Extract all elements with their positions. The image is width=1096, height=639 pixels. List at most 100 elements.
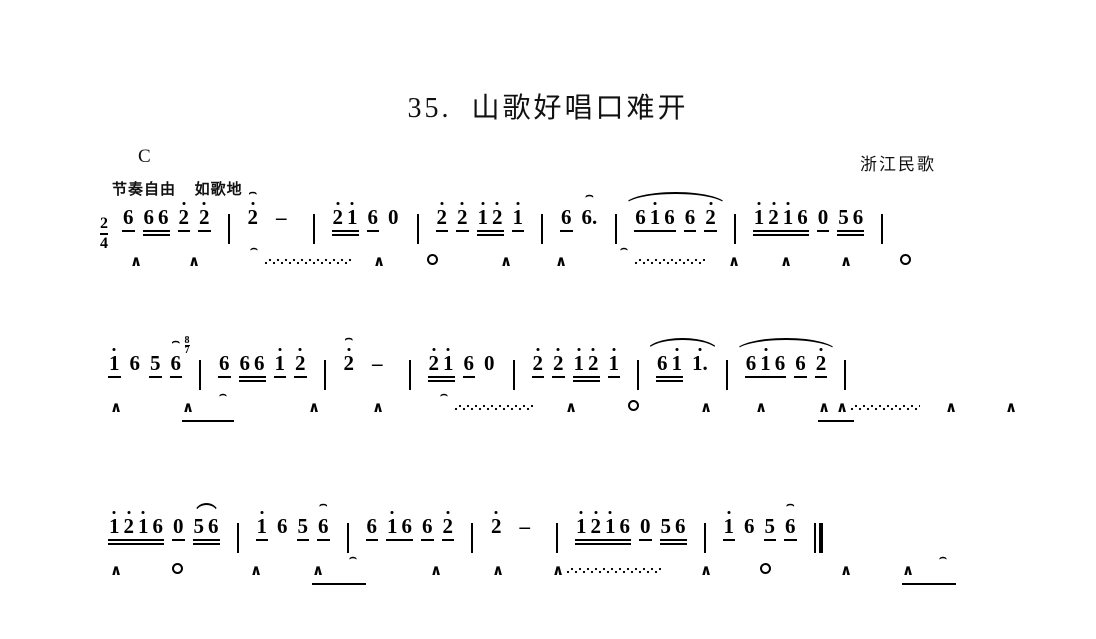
note-group: 2 bbox=[551, 352, 566, 378]
note: 2 bbox=[246, 206, 261, 228]
note-glyph: 6 bbox=[795, 351, 806, 375]
beamed-notes: 2 bbox=[441, 515, 456, 541]
note-glyph: 2 bbox=[178, 205, 190, 229]
push-bow-mark bbox=[755, 400, 767, 414]
beamed-notes: 2 bbox=[293, 352, 308, 378]
note: 1 bbox=[670, 352, 685, 374]
final-barline-thin bbox=[813, 523, 816, 553]
note: 6 bbox=[128, 352, 143, 374]
note: 2 bbox=[531, 352, 546, 374]
note-glyph: 6 bbox=[785, 514, 796, 538]
note: 1 bbox=[345, 206, 360, 228]
note-group: 6 bbox=[783, 514, 798, 541]
note-glyph: 1 bbox=[512, 205, 524, 229]
note: 2 bbox=[489, 515, 504, 537]
note-glyph: 1 bbox=[605, 514, 616, 538]
note: 2 bbox=[122, 515, 137, 537]
note: 1 bbox=[752, 206, 767, 228]
note: 2 bbox=[427, 352, 442, 374]
beamed-notes: 2 bbox=[246, 206, 261, 228]
note-group: 1. bbox=[690, 352, 710, 374]
sustain-dash: – bbox=[276, 205, 287, 229]
note-glyph: 6 bbox=[366, 514, 378, 538]
sustain-dash: – bbox=[372, 351, 383, 375]
note-group: 1 bbox=[607, 352, 622, 378]
beamed-notes: 5 bbox=[148, 352, 163, 378]
note-glyph: 2 bbox=[588, 351, 599, 375]
note-glyph: 1 bbox=[671, 351, 683, 375]
note-glyph: 2 bbox=[705, 205, 716, 229]
note-group: 6 bbox=[316, 515, 331, 541]
note-group: 0 bbox=[638, 515, 653, 541]
barline bbox=[227, 214, 230, 244]
note-group: 6 bbox=[462, 352, 477, 378]
note-group: 2 bbox=[441, 515, 456, 541]
note-glyph: 1 bbox=[274, 351, 286, 375]
note-glyph: 1 bbox=[256, 514, 268, 538]
note: 2 bbox=[703, 206, 718, 228]
beamed-notes: 6 bbox=[275, 515, 290, 537]
note-group: 6. bbox=[580, 206, 600, 228]
beamed-notes: 6 bbox=[365, 515, 380, 541]
note: 2 bbox=[490, 206, 505, 228]
push-bow-mark bbox=[312, 563, 324, 577]
barline bbox=[541, 214, 543, 244]
push-bow-mark bbox=[500, 254, 512, 268]
note-glyph: 1 bbox=[443, 351, 454, 375]
beamed-notes: 6 bbox=[783, 514, 798, 541]
note: 2 bbox=[814, 352, 829, 374]
note-group: 2 bbox=[197, 206, 212, 232]
note: 6 bbox=[142, 206, 157, 228]
push-bow-mark bbox=[836, 400, 848, 414]
time-signature-numerator: 2 bbox=[100, 215, 108, 232]
note-glyph: 2 bbox=[457, 205, 468, 229]
beamed-notes: 2 bbox=[197, 206, 212, 232]
note: 2 bbox=[435, 206, 450, 228]
barline bbox=[471, 523, 473, 553]
beamed-notes: 5 bbox=[763, 515, 778, 541]
vibrato-wavy-line bbox=[454, 404, 534, 412]
measure: 2– bbox=[239, 206, 304, 228]
beamed-notes: 6 bbox=[121, 206, 136, 232]
note: 1 bbox=[572, 352, 587, 374]
beamed-notes: 0 bbox=[482, 352, 497, 374]
note-glyph: 6 bbox=[239, 351, 251, 375]
note: 5 bbox=[763, 515, 778, 537]
push-bow-mark bbox=[555, 254, 567, 268]
beamed-notes: 6 bbox=[316, 515, 331, 541]
note-glyph: 6 bbox=[744, 514, 755, 538]
note-glyph: 6 bbox=[152, 514, 164, 538]
note-glyph: 1 bbox=[753, 205, 765, 229]
note-group: 6 bbox=[365, 515, 380, 541]
beamed-notes: 2 bbox=[703, 206, 718, 232]
note-glyph: 2 bbox=[343, 351, 355, 375]
push-bow-mark bbox=[492, 563, 504, 577]
note: 2 bbox=[455, 206, 470, 228]
note: 5 bbox=[148, 352, 163, 374]
note-glyph: 2 bbox=[532, 351, 544, 375]
note-glyph: 6 bbox=[774, 351, 786, 375]
measure: 2– bbox=[335, 352, 400, 374]
note-group: 2 bbox=[435, 206, 450, 232]
note-group: 2 bbox=[814, 352, 829, 378]
note-glyph: 1 bbox=[573, 351, 585, 375]
note: 5 bbox=[659, 515, 674, 537]
note: 6 bbox=[365, 515, 380, 537]
note: 0 bbox=[386, 206, 401, 228]
note-group: 6 bbox=[366, 206, 381, 232]
beamed-notes: 1 bbox=[722, 515, 737, 541]
push-bow-mark bbox=[840, 254, 852, 268]
note-group: 0 bbox=[482, 352, 497, 374]
note-glyph: 6 bbox=[208, 514, 219, 538]
